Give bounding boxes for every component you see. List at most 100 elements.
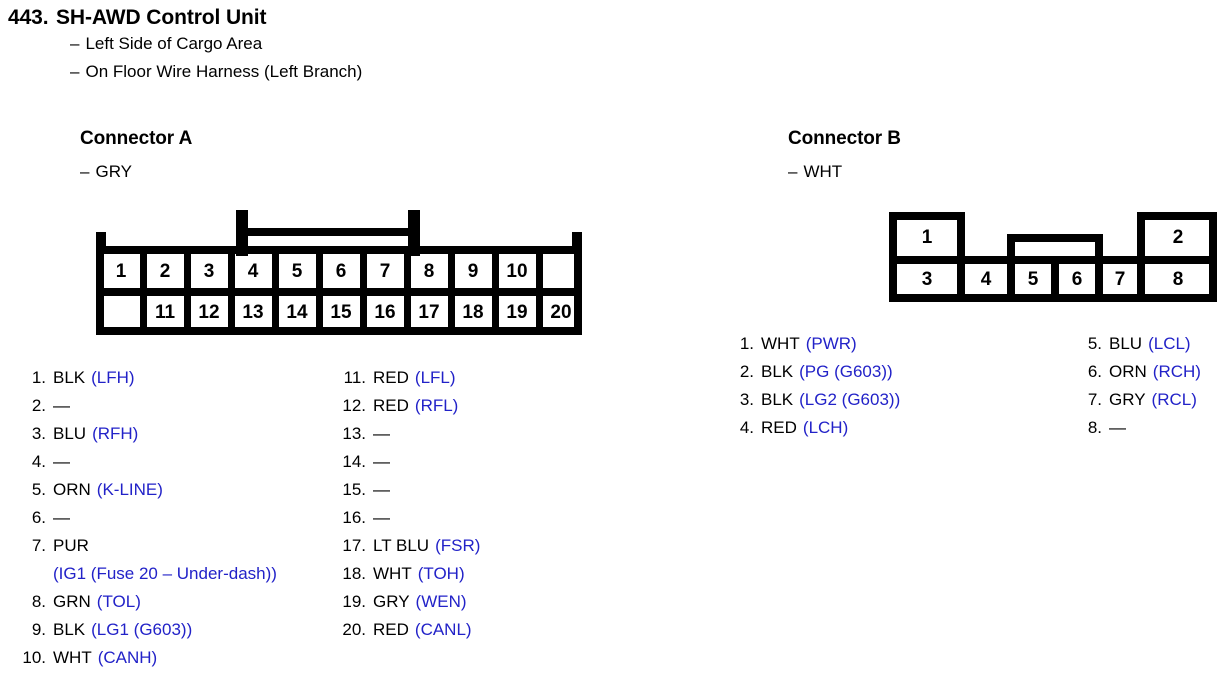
- pin-value: GRY(WEN): [373, 588, 467, 616]
- pin-value: —: [53, 504, 70, 532]
- signal-name: (LFL): [414, 368, 456, 387]
- wire-color: RED: [373, 368, 409, 387]
- pin-value: —: [373, 476, 390, 504]
- connector-a-diagram: 1 2 3 4 5 6 7 8 9 10 11 12 13 14 15 16 1…: [88, 206, 598, 341]
- signal-name: (RFH): [92, 424, 139, 443]
- wire-color: WHT: [53, 648, 92, 667]
- pin-value: WHT(CANH): [53, 644, 157, 672]
- signal-name-continuation: (IG1 (Fuse 20 – Under-dash)): [53, 564, 277, 583]
- top-divider: [360, 250, 367, 292]
- wire-color: BLU: [1109, 334, 1143, 353]
- pin-row: 8.—: [1078, 414, 1228, 442]
- pin-number: 3.: [31, 424, 46, 443]
- connector-a-pinlist-left: 1.BLK(LFH)2.—3.BLU(RFH)4.—5.ORN(K-LINE)6…: [16, 364, 326, 672]
- b-bottom-divider: [1051, 260, 1059, 298]
- pin-value: BLU(LCL): [1109, 330, 1191, 358]
- connector-a-color: –GRY: [80, 162, 132, 182]
- pin-value: RED (LFL): [373, 364, 456, 392]
- page-header: 443. SH-AWD Control Unit –Left Side of C…: [8, 6, 708, 86]
- pin-row: 8. GRN(TOL): [16, 588, 326, 616]
- pin-cell-7: 7: [380, 261, 391, 282]
- pin-row: 13. —: [332, 420, 632, 448]
- location-text: Left Side of Cargo Area: [85, 34, 263, 53]
- pin-number: 5.: [31, 480, 46, 499]
- pin-number: 19.: [342, 592, 366, 611]
- pin-row: 5.BLU(LCL): [1078, 330, 1228, 358]
- pin-row: 7.PUR: [16, 532, 326, 560]
- bottom-divider: [492, 292, 499, 332]
- pin-value: BLK (PG (G603)): [761, 358, 893, 386]
- signal-name: (LG1 (G603)): [91, 620, 193, 639]
- pin-row: 15.—: [332, 476, 632, 504]
- pin-number: 8.: [31, 592, 46, 611]
- wire-color: BLK: [761, 362, 794, 381]
- pin-number: 1.: [739, 334, 754, 353]
- pin-empty-dash: —: [53, 396, 70, 415]
- signal-name: (LG2 (G603)): [799, 390, 901, 409]
- pin-row: 4.—: [16, 448, 326, 476]
- pin-cell-12: 12: [198, 302, 219, 323]
- signal-name: (TOH): [417, 564, 465, 583]
- pin-value: RED(RFL): [373, 392, 458, 420]
- connector-b-diagram: 1 2 3 4 5 6 7 8: [885, 208, 1221, 308]
- pin-cell-13: 13: [242, 302, 263, 323]
- pin-row: 4.RED(LCH): [730, 414, 1030, 442]
- wire-color: BLK: [53, 368, 86, 387]
- pin-number: 12.: [342, 396, 366, 415]
- pin-value: WHT(TOH): [373, 560, 465, 588]
- pin-number: 6.: [1087, 362, 1102, 381]
- pin-number: 3.: [739, 390, 754, 409]
- signal-name: (PG (G603)): [799, 362, 893, 381]
- b-pin2-left-wall: [1137, 212, 1145, 264]
- bottom-divider: [316, 292, 323, 332]
- pin-number: 2.: [31, 396, 46, 415]
- pin-row: 10. WHT(CANH): [16, 644, 326, 672]
- pin-value: WHT(PWR): [761, 330, 857, 358]
- pin-row: 5. ORN(K-LINE): [16, 476, 326, 504]
- location-line-2: –On Floor Wire Harness (Left Branch): [70, 58, 708, 86]
- item-title: SH-AWD Control Unit: [56, 6, 267, 29]
- pin-cell-5: 5: [292, 261, 303, 282]
- b-bottom-divider: [957, 260, 965, 298]
- row-divider: [96, 288, 582, 296]
- pin-value: GRN(TOL): [53, 588, 141, 616]
- pin-cell-6: 6: [336, 261, 347, 282]
- location-text: On Floor Wire Harness (Left Branch): [85, 62, 363, 81]
- bottom-divider: [228, 292, 235, 332]
- b-pin2-top: [1137, 212, 1217, 220]
- pin-value: —: [373, 420, 390, 448]
- pin-value: ORN(RCH): [1109, 358, 1201, 386]
- wire-color: BLU: [53, 424, 87, 443]
- item-number: 443.: [8, 6, 49, 29]
- signal-name: (K-LINE): [96, 480, 163, 499]
- bottom-divider: [360, 292, 367, 332]
- pin-row: 14. —: [332, 448, 632, 476]
- location-line-1: –Left Side of Cargo Area: [70, 30, 708, 58]
- pin-row: 12. RED(RFL): [332, 392, 632, 420]
- pin-number: 13.: [342, 424, 366, 443]
- b-pin-cell-3: 3: [922, 269, 933, 290]
- bottom-divider: [272, 292, 279, 332]
- shell-step-left: [96, 232, 106, 252]
- b-center-tab-top: [1007, 234, 1103, 242]
- pin-number: 14.: [342, 452, 366, 471]
- signal-name: (WEN): [415, 592, 467, 611]
- signal-name: (LCH): [802, 418, 849, 437]
- wire-color: GRY: [1109, 390, 1146, 409]
- connector-b-pinlist-left: 1.WHT(PWR)2.BLK(PG (G603))3.BLK(LG2 (G60…: [730, 330, 1030, 442]
- pin-number: 10.: [22, 648, 46, 667]
- wire-color: BLK: [53, 620, 86, 639]
- pin-cell-15: 15: [330, 302, 352, 323]
- pin-row: 11. RED (LFL): [332, 364, 632, 392]
- latch-crossbar: [236, 228, 420, 236]
- pin-number: 4.: [31, 452, 46, 471]
- bottom-divider: [536, 292, 543, 332]
- pin-value: ORN(K-LINE): [53, 476, 163, 504]
- pin-empty-dash: —: [373, 452, 390, 471]
- signal-name: (FSR): [435, 536, 481, 555]
- b-pin-cell-1: 1: [922, 227, 933, 248]
- shell-step-right: [572, 232, 582, 252]
- pin-row: 20.RED(CANL): [332, 616, 632, 644]
- pin-number: 11.: [343, 368, 366, 387]
- pin-row: 3. BLU (RFH): [16, 420, 326, 448]
